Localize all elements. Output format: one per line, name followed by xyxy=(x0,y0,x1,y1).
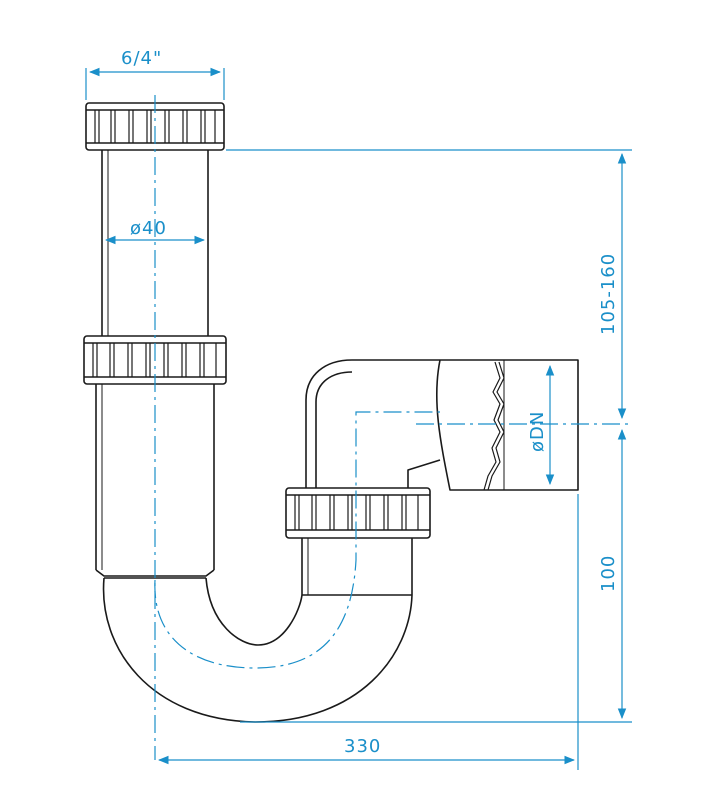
tube-diameter-label: ø40 xyxy=(130,218,167,239)
u-bend xyxy=(102,577,413,723)
height-top-label: 105-160 xyxy=(598,253,619,335)
width-label: 330 xyxy=(344,736,381,757)
bend-centerline xyxy=(154,411,440,669)
thread-dimension-line xyxy=(85,67,225,100)
thread-label: 6/4" xyxy=(121,48,162,69)
outlet-diameter-label: øDN xyxy=(527,411,548,452)
right-lower-tube xyxy=(301,538,413,595)
height-bottom-label: 100 xyxy=(598,555,619,592)
right-nut xyxy=(285,487,431,539)
upper-elbow xyxy=(305,359,441,488)
outlet-pipe xyxy=(435,359,579,491)
